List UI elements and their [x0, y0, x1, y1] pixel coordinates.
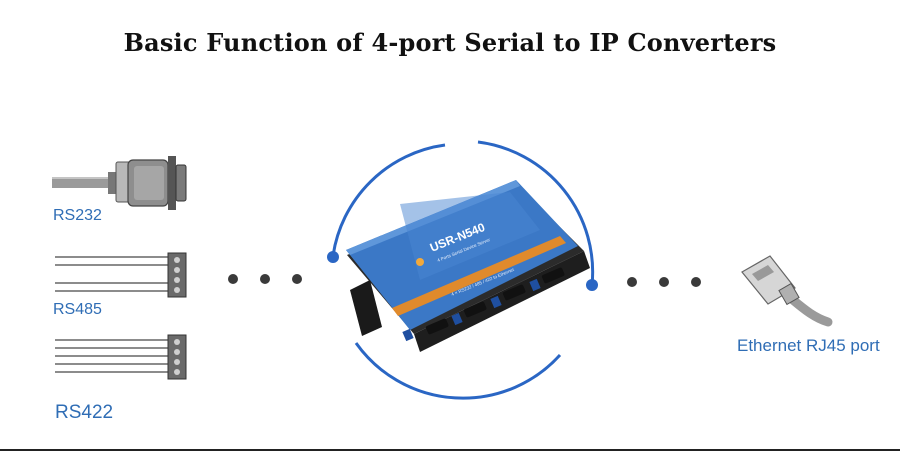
rj45-plug-icon — [741, 255, 833, 327]
orbit-arc-top — [331, 143, 446, 257]
orbit-arcs — [327, 140, 598, 400]
rs485-label: RS485 — [53, 301, 102, 318]
rs485-terminal-icon — [55, 252, 187, 298]
rs422-terminal-icon — [55, 334, 187, 380]
orbit-arc-bottom — [354, 342, 562, 400]
diagram-title: Basic Function of 4-port Serial to IP Co… — [123, 28, 777, 57]
orbit-node-left — [327, 251, 339, 263]
usr-n540-device: USR-N540 4 Ports Serial Device Server 4 … — [346, 180, 590, 352]
orbit-arc-right — [477, 140, 595, 286]
rs422-label: RS422 — [55, 402, 114, 423]
ethernet-rj45-label: Ethernet RJ45 port — [737, 336, 880, 355]
orbit-node-right — [586, 279, 598, 291]
bottom-divider — [0, 449, 900, 451]
rs232-label: RS232 — [53, 207, 102, 224]
connector-dots-right — [627, 277, 701, 287]
rs232-connector-icon — [52, 156, 187, 210]
connector-dots-left — [228, 274, 302, 284]
